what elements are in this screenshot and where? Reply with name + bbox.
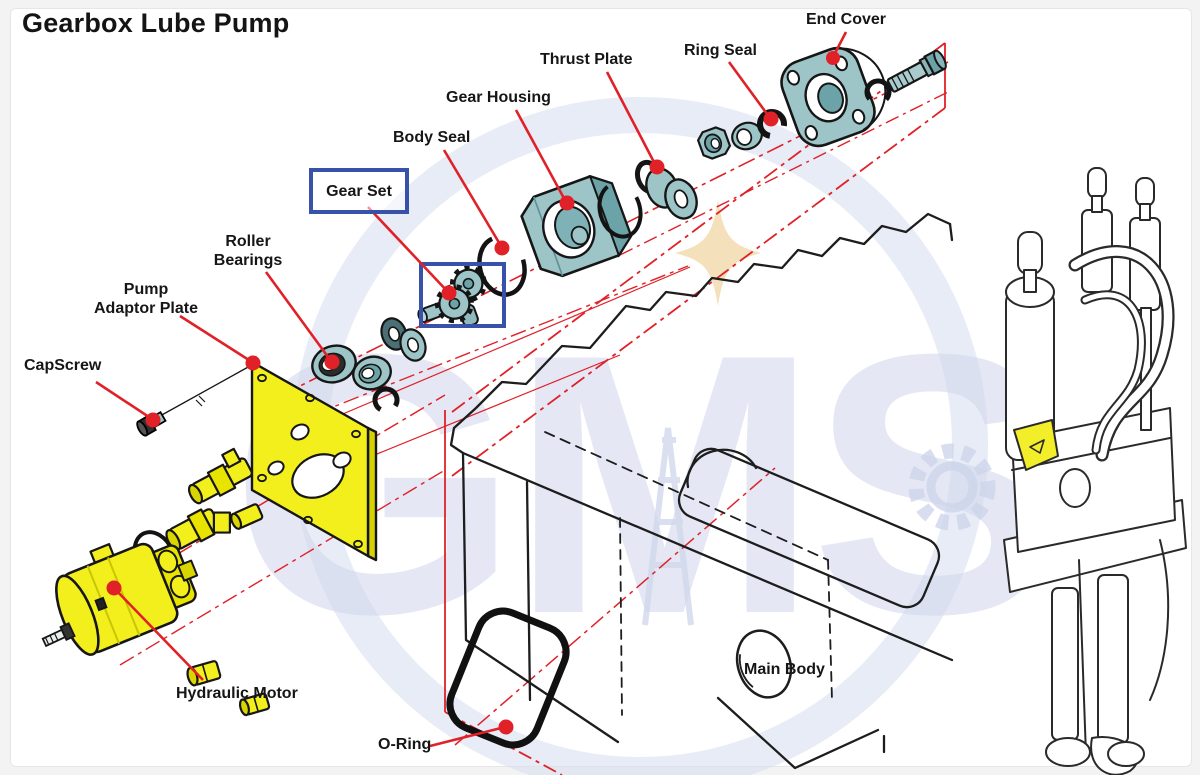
- leader-lines: [95, 31, 848, 748]
- gear-set-label-box: Gear Set: [309, 168, 409, 214]
- leader-dots: [106, 51, 840, 735]
- page-title: Gearbox Lube Pump: [22, 8, 290, 38]
- mounting-bolt-part: [886, 49, 947, 93]
- thrust-plate-part: [634, 159, 698, 220]
- body-seal-part: [477, 235, 527, 297]
- end-cover-part: [780, 46, 887, 148]
- main-body-part: [449, 212, 954, 770]
- label-ring-seal: Ring Seal: [684, 42, 757, 59]
- thrust-washers-part: [380, 317, 427, 362]
- label-end-cover: End Cover: [806, 11, 887, 28]
- assembled-machine-drawing: [1003, 167, 1187, 775]
- label-gear-housing: Gear Housing: [446, 89, 551, 106]
- label-thrust-plate: Thrust Plate: [540, 51, 633, 68]
- gear-set-part: [417, 265, 487, 328]
- gear-set-highlight-box: [419, 262, 506, 328]
- hydraulic-fittings: [165, 447, 264, 552]
- label-main-body: Main Body: [744, 661, 825, 678]
- label-pump-adaptor-plate: Pump Adaptor Plate: [93, 281, 198, 317]
- snap-ring-part: [372, 386, 400, 414]
- label-hydraulic-motor: Hydraulic Motor: [176, 685, 298, 702]
- derrick-icon: [642, 427, 694, 626]
- label-roller-bearings: Roller Bearings: [213, 233, 283, 269]
- end-snap-ring-part: [864, 78, 892, 106]
- label-o-ring: O-Ring: [378, 736, 432, 753]
- motor-bolt-part: [41, 596, 108, 648]
- o-ring-part: [446, 607, 570, 749]
- housing-seal-part: [597, 181, 643, 239]
- gear-icon: [908, 443, 996, 531]
- pump-location-highlight: [1013, 419, 1059, 471]
- pump-adaptor-plate-part: [250, 360, 378, 562]
- label-capscrew: CapScrew: [24, 357, 102, 374]
- sparkle-icon: [675, 200, 761, 306]
- label-gear-set: Gear Set: [326, 182, 392, 200]
- bushings-part: [696, 121, 763, 160]
- gear-housing-part: [520, 174, 633, 278]
- label-body-seal: Body Seal: [393, 129, 471, 146]
